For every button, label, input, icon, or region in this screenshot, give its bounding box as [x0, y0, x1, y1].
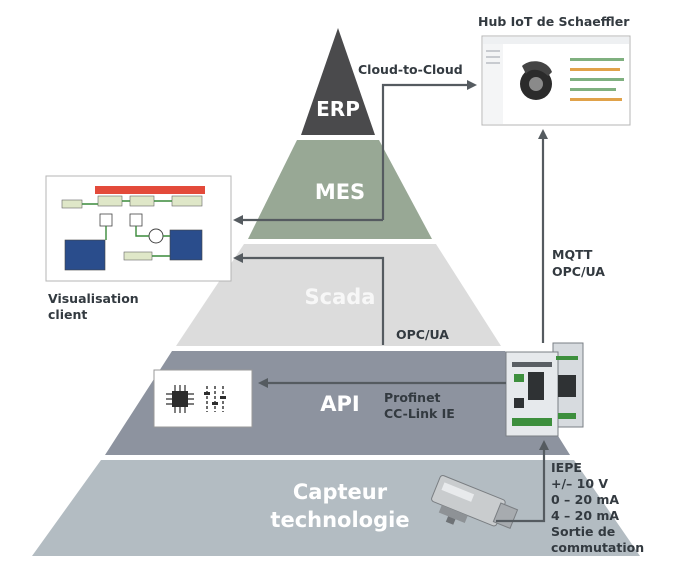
visualisation-panel	[45, 175, 232, 282]
visualisation-label-2: client	[48, 307, 88, 322]
tier-label-scada: Scada	[304, 285, 376, 309]
tier-label-erp: ERP	[316, 97, 360, 121]
mqtt-label-1: MQTT	[552, 247, 593, 262]
sensor-arrow	[496, 440, 549, 523]
signal-iepe: IEPE	[551, 460, 582, 475]
signal-4-20ma: 4 – 20 mA	[551, 508, 620, 523]
tier-label-capteur-1: Capteur	[292, 480, 388, 504]
visualisation-label-1: Visualisation	[48, 291, 139, 306]
signal-0-20ma: 0 – 20 mA	[551, 492, 620, 507]
signal-10v: +/– 10 V	[551, 476, 609, 491]
signal-sortie: Sortie de	[551, 524, 616, 539]
profinet-label-1: Profinet	[384, 390, 441, 405]
signal-commutation: commutation	[551, 540, 645, 555]
tier-label-api: API	[320, 392, 360, 416]
tier-scada	[176, 244, 501, 346]
profinet-label-2: CC-Link IE	[384, 406, 455, 421]
tier-mes	[248, 140, 432, 239]
mqtt-label-2: OPC/UA	[552, 264, 605, 279]
gateway-device	[505, 342, 584, 437]
chip-icon	[153, 369, 253, 428]
tier-erp	[301, 28, 375, 135]
tier-label-capteur-2: technologie	[270, 508, 410, 532]
tier-capteur	[32, 460, 640, 556]
scada-arrow	[233, 253, 385, 345]
cloud-arrow	[381, 80, 477, 220]
hub-screenshot	[481, 35, 631, 126]
opcua-label: OPC/UA	[396, 327, 449, 342]
hub-title: Hub IoT de Schaeffler	[478, 14, 630, 29]
tier-label-mes: MES	[314, 180, 366, 204]
cloud-label: Cloud-to-Cloud	[358, 62, 463, 77]
